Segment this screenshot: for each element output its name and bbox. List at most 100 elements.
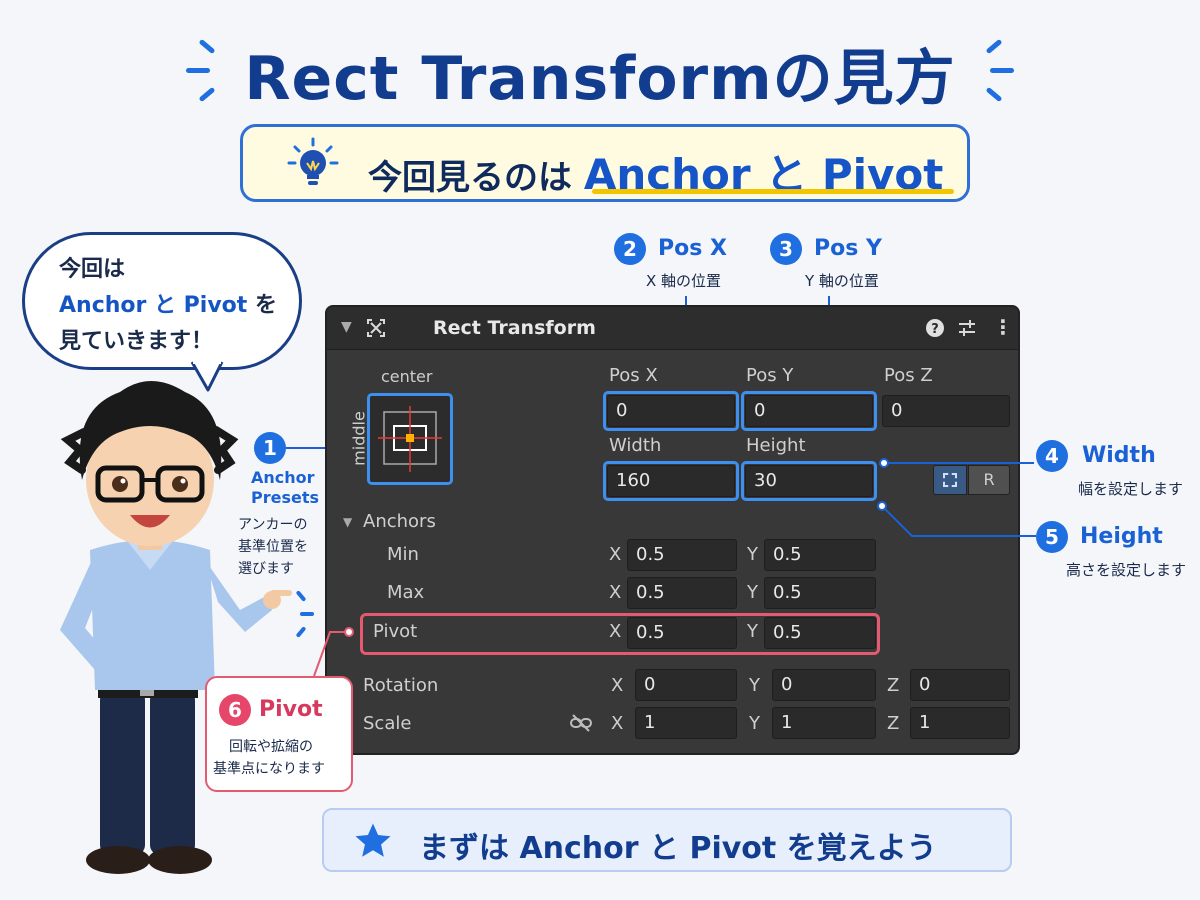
callout-1-desc: 基準位置を (238, 539, 308, 555)
anchor-vertical-label: middle (349, 411, 369, 466)
callout-3-badge: 3 (770, 233, 802, 265)
max-x-label: X (609, 582, 622, 603)
scale-z-label: Z (887, 713, 900, 734)
blueprint-mode-button[interactable] (933, 465, 967, 495)
scale-label: Scale (363, 713, 412, 734)
scale-x-label: X (611, 713, 624, 734)
callout-4-title: Width (1082, 443, 1156, 468)
anchor-presets-button[interactable] (367, 393, 453, 485)
rotation-label: Rotation (363, 675, 439, 696)
callout-6-title: Pivot (259, 697, 323, 722)
callout-3-title: Pos Y (814, 236, 882, 261)
callout-2-desc: X 軸の位置 (646, 272, 722, 290)
callout-6-dot (344, 627, 354, 637)
anchor-preset-icon (378, 406, 442, 472)
scale-z-field[interactable]: 1 (910, 707, 1010, 739)
bubble-line-2: Anchor と Pivot を (59, 287, 277, 319)
pos-z-field[interactable]: 0 (882, 395, 1010, 427)
min-x-label: X (609, 544, 622, 565)
callout-5-dot (877, 501, 887, 511)
callout-1-desc: アンカーの (238, 517, 308, 533)
page-title: Rect Transformの見方 (244, 44, 956, 114)
callout-4-line (884, 462, 1034, 464)
star-icon (355, 823, 391, 857)
pivot-highlight (360, 613, 880, 655)
anchors-foldout-icon[interactable]: ▼ (343, 515, 353, 529)
blueprint-dashed-square-icon (943, 473, 957, 487)
subtitle-prefix: 今回見るのは (368, 158, 572, 198)
callout-6-desc: 回転や拡縮の (229, 739, 313, 755)
pos-x-field[interactable]: 0 (607, 395, 735, 427)
bubble-tail (190, 360, 224, 392)
rotation-z-label: Z (887, 675, 900, 696)
bottom-message: まずは Anchor と Pivot を覚えよう (419, 831, 937, 866)
callout-1-badge: 1 (254, 432, 286, 464)
callout-4-desc: 幅を設定します (1078, 480, 1184, 498)
max-y-label: Y (747, 582, 758, 603)
bubble-highlight: Anchor と Pivot (59, 293, 248, 318)
min-x-field[interactable]: 0.5 (627, 539, 737, 571)
pivot-label: Pivot (373, 621, 418, 642)
help-icon[interactable]: ? (925, 318, 945, 338)
height-highlight (741, 461, 877, 501)
callout-1-title: Presets (251, 488, 320, 507)
callout-6-line (313, 631, 348, 677)
pos-y-label: Pos Y (746, 365, 794, 386)
pivot-x-label: X (609, 621, 622, 642)
callout-6-badge: 6 (219, 694, 251, 726)
scale-x-field[interactable]: 1 (635, 707, 737, 739)
bubble-line-1: 今回は (59, 257, 126, 282)
rect-transform-panel: ▼ Rect Transform ? ⋮ center middle Pos X (325, 305, 1020, 755)
callout-1-desc: 選びます (238, 561, 294, 577)
bubble-line-3: 見ていきます！ (59, 329, 214, 354)
callout-5-desc: 高さを設定します (1066, 561, 1187, 579)
callout-5-line (881, 505, 1036, 537)
subtitle-underline (592, 189, 954, 194)
constrain-proportions-link-icon[interactable] (569, 713, 593, 733)
scale-y-field[interactable]: 1 (772, 707, 876, 739)
rotation-y-label: Y (749, 675, 760, 696)
subtitle-box: 今回見るのは Anchor と Pivot (240, 124, 970, 202)
scale-y-label: Y (749, 713, 760, 734)
min-y-label: Y (747, 544, 758, 565)
min-y-field[interactable]: 0.5 (764, 539, 876, 571)
rotation-x-field[interactable]: 0 (635, 669, 737, 701)
pos-z-label: Pos Z (884, 365, 933, 386)
pivot-y-field[interactable]: 0.5 (764, 617, 876, 649)
rotation-x-label: X (611, 675, 624, 696)
anchors-label[interactable]: Anchors (363, 511, 436, 532)
max-label: Max (387, 582, 425, 603)
callout-4-dot (879, 458, 889, 468)
raw-edit-button[interactable]: R (968, 465, 1010, 495)
callout-1-title: Anchor (251, 468, 315, 487)
min-label: Min (387, 544, 419, 565)
max-y-field[interactable]: 0.5 (764, 577, 876, 609)
title-spark-left (186, 68, 210, 73)
callout-5-title: Height (1080, 524, 1163, 549)
callout-1-line (286, 447, 361, 449)
svg-text:?: ? (931, 322, 939, 337)
callout-2-title: Pos X (658, 236, 727, 261)
rotation-y-field[interactable]: 0 (772, 669, 876, 701)
bottom-banner: まずは Anchor と Pivot を覚えよう (322, 808, 1012, 872)
rect-transform-icon (367, 319, 385, 337)
pivot-x-field[interactable]: 0.5 (627, 617, 737, 649)
callout-6-desc: 基準点になります (213, 761, 325, 777)
pos-y-field[interactable]: 0 (745, 395, 873, 427)
collapse-triangle-icon[interactable]: ▼ (341, 319, 352, 335)
rotation-z-field[interactable]: 0 (910, 669, 1010, 701)
kebab-menu-icon[interactable]: ⋮ (993, 315, 1013, 339)
width-field[interactable]: 160 (607, 465, 735, 497)
pos-x-highlight (603, 391, 739, 431)
pivot-y-label: Y (747, 621, 758, 642)
presets-sliders-icon[interactable] (957, 318, 977, 338)
callout-4-badge: 4 (1036, 440, 1068, 472)
width-highlight (603, 461, 739, 501)
pointing-spark (300, 612, 314, 616)
width-label: Width (609, 435, 662, 456)
panel-title: Rect Transform (433, 317, 596, 339)
height-label: Height (746, 435, 806, 456)
max-x-field[interactable]: 0.5 (627, 577, 737, 609)
callout-3-desc: Y 軸の位置 (805, 272, 879, 290)
height-field[interactable]: 30 (745, 465, 873, 497)
